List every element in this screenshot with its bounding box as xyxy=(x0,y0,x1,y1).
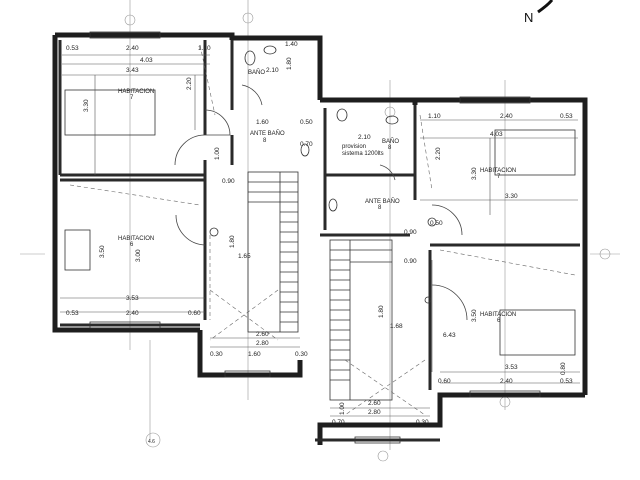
dim-left-330: 3.30 xyxy=(83,99,90,112)
dim-right-330: 3.30 xyxy=(505,193,518,200)
room-label-bano-left: BAÑO xyxy=(248,69,265,76)
windows xyxy=(89,31,541,444)
dim-right-060: 0.60 xyxy=(438,378,451,385)
room-number-hab6-right: 6 xyxy=(497,318,501,324)
room-label-bano-right: BAÑO xyxy=(382,138,399,145)
dim-right-330-vert: 3.30 xyxy=(471,167,478,180)
dim-right-030: 0.30 xyxy=(416,419,429,426)
dim-left-160: 1.60 xyxy=(256,119,269,126)
dim-left-180-bath: 1.80 xyxy=(286,57,293,70)
dim-right-090-b: 0.90 xyxy=(404,258,417,265)
dim-right-643: 6.43 xyxy=(443,332,456,339)
dim-right-053-top: 0.53 xyxy=(560,113,573,120)
dim-right-350: 3.50 xyxy=(471,309,478,322)
dim-left-260: 2.60 xyxy=(256,331,269,338)
dim-right-168: 1.68 xyxy=(390,323,403,330)
dimension-lines xyxy=(60,54,580,417)
dim-left-110-top: 1.10 xyxy=(198,45,211,52)
dim-right-180: 1.80 xyxy=(378,305,385,318)
dim-left-140: 1.40 xyxy=(285,41,298,48)
dim-left-343: 3.43 xyxy=(126,67,139,74)
room-number-hab7-left: 7 xyxy=(130,95,134,101)
dim-right-090-a: 0.90 xyxy=(404,229,417,236)
right-stairs xyxy=(329,239,426,416)
dim-left-100: 1.00 xyxy=(214,147,221,160)
room-number-hab6-left: 6 xyxy=(130,242,134,248)
left-stairs xyxy=(209,171,299,341)
room-number-ante-bano-left: 8 xyxy=(263,138,267,144)
dim-right-100: 1.00 xyxy=(339,402,346,415)
beds xyxy=(64,89,576,356)
room-label-hab6-left: HABITACION xyxy=(118,236,154,242)
dim-left-350: 3.50 xyxy=(99,245,106,258)
room-number-ante-bano-right: 8 xyxy=(378,205,382,211)
dim-right-220: 2.20 xyxy=(435,147,442,160)
interior-dashed-lines xyxy=(69,44,576,320)
right-unit-walls xyxy=(315,97,588,445)
dim-left-160-bottom: 1.60 xyxy=(248,351,261,358)
dim-right-280: 2.80 xyxy=(368,409,381,416)
room-label-ante-bano-right: ANTE BAÑO xyxy=(365,198,400,205)
north-label: N xyxy=(524,10,533,25)
left-unit-walls xyxy=(52,32,323,378)
dim-right-210: 2.10 xyxy=(358,134,371,141)
room-label-hab7-right: HABITACION xyxy=(480,168,516,174)
dim-left-090: 0.90 xyxy=(222,178,235,185)
dim-left-030-right: 0.30 xyxy=(295,351,308,358)
dim-right-080: 0.80 xyxy=(560,362,567,375)
dim-right-240-bottom: 2.40 xyxy=(500,378,513,385)
dim-right-070: 0.70 xyxy=(332,419,345,426)
dim-left-165: 1.65 xyxy=(238,253,251,260)
room-number-hab7-right: 7 xyxy=(497,174,501,180)
dim-left-053-top: 0.53 xyxy=(66,45,79,52)
dim-right-110: 1.10 xyxy=(428,113,441,120)
dim-left-300: 3.00 xyxy=(135,249,142,262)
dim-right-053-bottom: 0.53 xyxy=(560,378,573,385)
provision-note-line1: provision xyxy=(342,144,366,150)
bottom-callout-label: 4.6 xyxy=(148,439,155,445)
room-label-hab6-right: HABITACION xyxy=(480,312,516,318)
dim-right-353: 3.53 xyxy=(505,364,518,371)
dim-left-053-bottom: 0.53 xyxy=(66,310,79,317)
dim-left-240-top: 2.40 xyxy=(126,45,139,52)
dim-left-060: 0.60 xyxy=(188,310,201,317)
dim-right-240-top: 2.40 xyxy=(500,113,513,120)
dim-right-403: 4.03 xyxy=(490,131,503,138)
dim-left-050: 0.50 xyxy=(300,119,313,126)
dim-left-240-bottom: 2.40 xyxy=(126,310,139,317)
dim-left-280: 2.80 xyxy=(256,340,269,347)
dim-right-050: 0.50 xyxy=(430,220,443,227)
dim-left-220: 2.20 xyxy=(186,77,193,90)
doors xyxy=(174,84,468,321)
dim-right-260: 2.60 xyxy=(368,400,381,407)
bathroom-fixtures xyxy=(209,45,437,304)
provision-note-line2: sistema 1200lts xyxy=(342,151,384,157)
dim-left-403: 4.03 xyxy=(140,57,153,64)
room-label-hab7-left: HABITACION xyxy=(118,89,154,95)
dim-left-210: 2.10 xyxy=(266,67,279,74)
room-label-ante-bano-left: ANTE BAÑO xyxy=(250,130,285,137)
dim-left-180-stair: 1.80 xyxy=(229,235,236,248)
north-arrow xyxy=(537,0,554,14)
dim-left-030: 0.30 xyxy=(210,351,223,358)
dim-left-353: 3.53 xyxy=(126,295,139,302)
room-number-bano-right: 8 xyxy=(388,145,392,151)
dim-left-070: 0.70 xyxy=(300,141,313,148)
